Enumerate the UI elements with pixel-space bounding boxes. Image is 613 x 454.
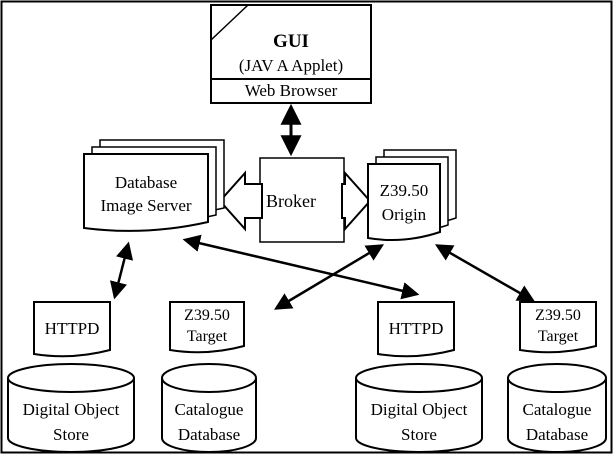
- httpd-right-label: HTTPD: [389, 319, 444, 338]
- target-left: Z39.50 Target: [169, 301, 245, 354]
- web-browser-label: Web Browser: [245, 81, 338, 100]
- gui-applet-box: [210, 4, 372, 80]
- catalogue-database-right: Catalogue Database: [507, 363, 607, 453]
- database-image-server: Database Image Server: [83, 139, 225, 232]
- broker-left-arrow: [218, 170, 263, 232]
- httpd-left: HTTPD: [33, 301, 111, 358]
- db-server-line1: Database: [115, 173, 177, 192]
- gui-title: GUI: [273, 31, 309, 52]
- store-left-line1: Digital Object: [23, 400, 120, 419]
- origin-line1: Z39.50: [380, 181, 429, 200]
- catalogue-database-left: Catalogue Database: [161, 363, 257, 453]
- arrow-origin-target-right: [434, 244, 536, 302]
- httpd-right: HTTPD: [377, 301, 455, 358]
- target-left-line1: Z39.50: [184, 307, 230, 324]
- digital-object-store-left: Digital Object Store: [7, 363, 135, 453]
- db-server-line2: Image Server: [100, 196, 191, 215]
- store-right-line2: Store: [401, 425, 437, 444]
- target-right-line1: Z39.50: [535, 307, 581, 324]
- web-browser-box: GUI (JAV A Applet) Web Browser: [210, 4, 372, 104]
- digital-object-store-right: Digital Object Store: [355, 363, 483, 453]
- catalogue-left-line1: Catalogue: [175, 400, 244, 419]
- z3950-origin: Z39.50 Origin: [367, 149, 457, 241]
- store-left-line2: Store: [53, 425, 89, 444]
- broker-label: Broker: [266, 191, 316, 211]
- target-left-line2: Target: [187, 328, 228, 345]
- target-right-line2: Target: [538, 328, 579, 345]
- target-right: Z39.50 Target: [519, 301, 597, 354]
- httpd-left-label: HTTPD: [45, 319, 100, 338]
- broker-right-arrow: [341, 170, 372, 232]
- catalogue-right-line1: Catalogue: [523, 400, 592, 419]
- store-right-line1: Digital Object: [371, 400, 468, 419]
- catalogue-right-line2: Database: [526, 425, 588, 444]
- gui-corner-line: [210, 4, 249, 41]
- arrow-dbserver-httpd: [109, 241, 134, 300]
- origin-line2: Origin: [382, 205, 427, 224]
- gui-subtitle: (JAV A Applet): [239, 56, 343, 75]
- catalogue-left-line2: Database: [178, 425, 240, 444]
- arrow-origin-target-left: [273, 244, 385, 310]
